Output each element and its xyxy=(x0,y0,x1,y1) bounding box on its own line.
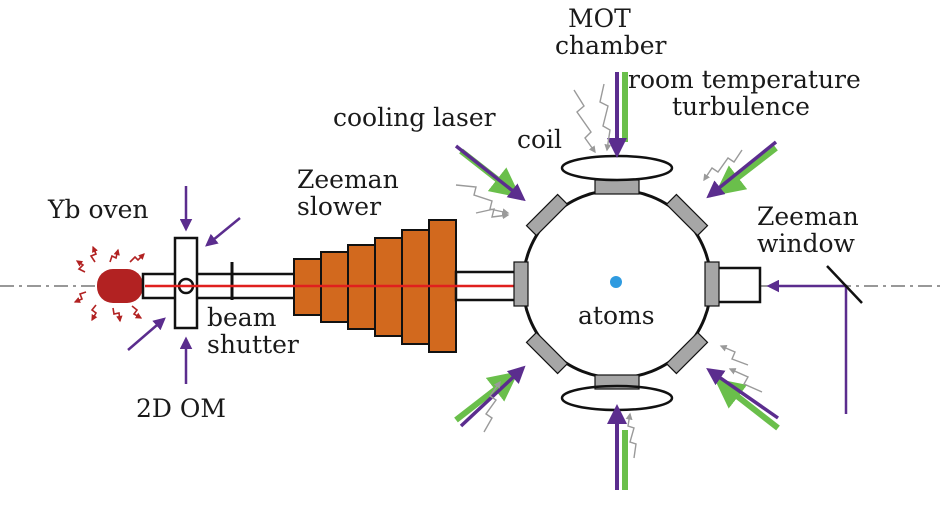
zeeman-laser-path xyxy=(766,279,848,414)
label-mot-line2: chamber xyxy=(555,31,667,60)
label-2d-om: 2D OM xyxy=(136,394,226,423)
mot-cooling-beams xyxy=(454,72,780,490)
label-coil: coil xyxy=(517,125,562,154)
label-mot-line1: MOT xyxy=(568,4,631,33)
label-zeeman-slower-line2: slower xyxy=(297,192,381,221)
label-turbulence: turbulence xyxy=(672,92,810,121)
coil-top xyxy=(560,154,674,182)
label-shutter: shutter xyxy=(207,330,299,359)
label-yb-oven: Yb oven xyxy=(47,195,149,224)
two-d-om-cross xyxy=(173,236,199,330)
label-room-temperature: room temperature xyxy=(628,65,861,94)
chamber-viewports xyxy=(513,179,720,390)
label-zeeman-window-line2: window xyxy=(757,229,856,258)
label-zeeman-slower-line1: Zeeman xyxy=(297,165,399,194)
label-atoms: atoms xyxy=(578,301,655,330)
turbulence-arrows xyxy=(455,83,763,459)
atoms-dot xyxy=(610,276,622,288)
label-zeeman-window-line1: Zeeman xyxy=(757,202,859,231)
zeeman-mirror xyxy=(826,265,863,304)
yb-oven xyxy=(73,245,145,323)
coil-bottom xyxy=(560,384,674,412)
two-d-om-laser-arrows xyxy=(127,186,241,384)
label-cooling-laser: cooling laser xyxy=(333,103,496,132)
label-beam: beam xyxy=(207,303,277,332)
